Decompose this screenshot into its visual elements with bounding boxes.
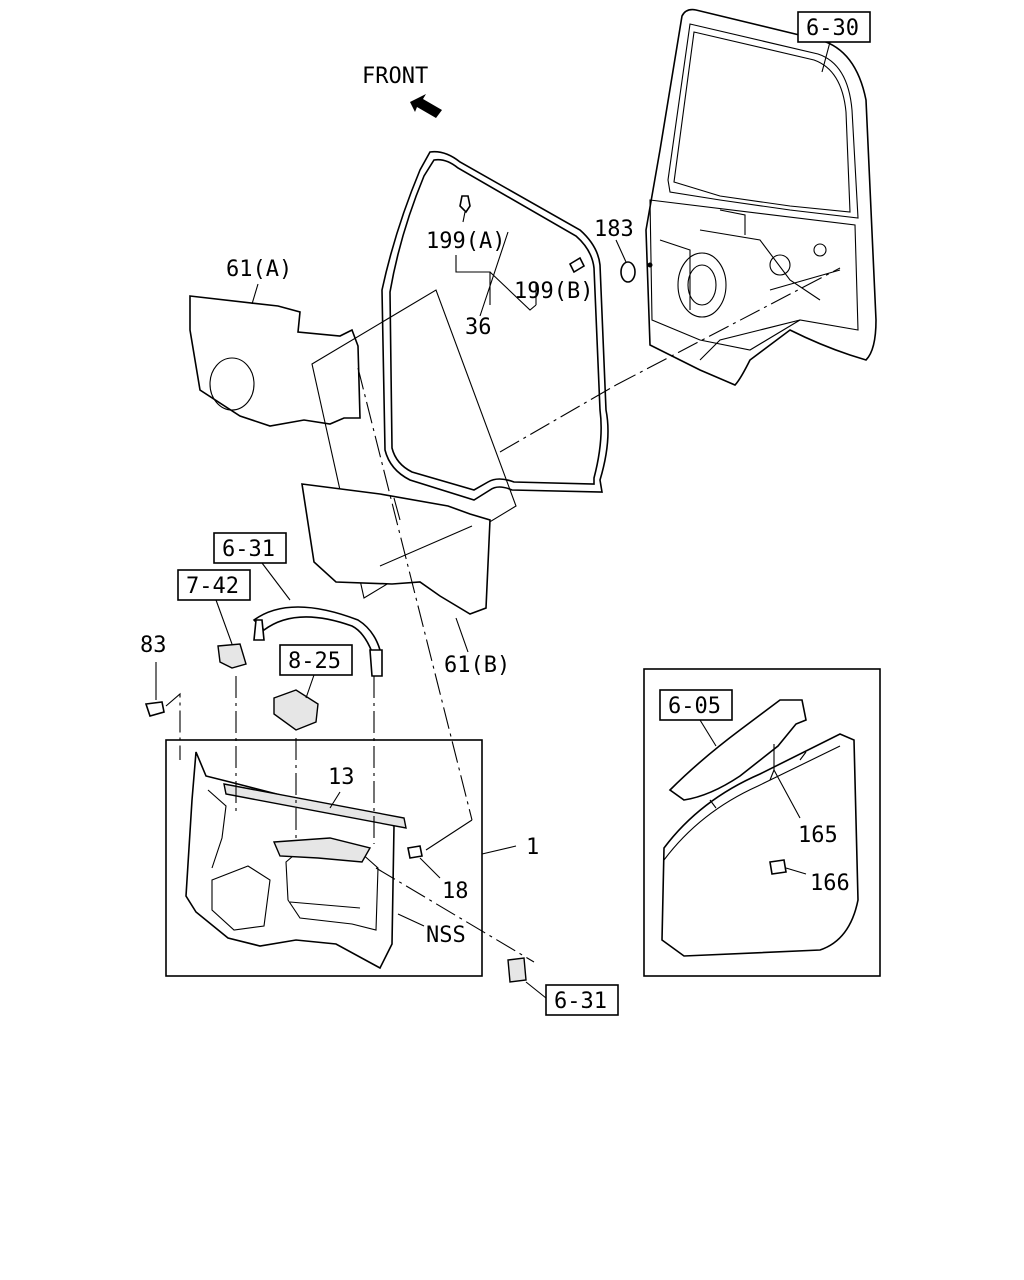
- clip-199b: [568, 256, 586, 274]
- ref-box-7-42[interactable]: 7-42: [177, 569, 251, 601]
- svg-text:6-05: 6-05: [668, 694, 721, 719]
- label-36: 36: [465, 315, 492, 340]
- ref-box-6-31-bottom[interactable]: 6-31: [545, 984, 619, 1016]
- grab-handle: [252, 606, 383, 677]
- ref-box-6-31-top[interactable]: 6-31: [213, 532, 287, 564]
- sheet-61a: [189, 295, 361, 427]
- sheet-61b: [301, 483, 491, 615]
- label-165: 165: [798, 823, 838, 848]
- clip-7-42: [217, 643, 247, 669]
- door-trim-panel: [185, 751, 407, 970]
- ref-box-8-25[interactable]: 8-25: [279, 644, 353, 676]
- door-frame: [645, 8, 877, 386]
- label-nss: NSS: [426, 923, 466, 948]
- label-199b: 199(B): [514, 279, 593, 304]
- detail-box: [643, 668, 881, 977]
- door-trim-box: [165, 739, 483, 977]
- front-indicator: FRONT: [362, 64, 442, 118]
- clip-6-31: [507, 957, 527, 983]
- ref-box-6-05[interactable]: 6-05: [659, 689, 733, 721]
- label-13: 13: [328, 765, 355, 790]
- screw-83: [144, 701, 165, 717]
- svg-text:7-42: 7-42: [186, 574, 239, 599]
- screw-18: [407, 845, 423, 859]
- wheel-arch-trim-165: [661, 733, 859, 957]
- cover-6-05: [668, 699, 807, 801]
- ref-box-6-30[interactable]: 6-30: [797, 11, 871, 43]
- screw-166: [769, 859, 787, 875]
- label-166: 166: [810, 871, 850, 896]
- front-label: FRONT: [362, 64, 428, 89]
- svg-text:8-25: 8-25: [288, 649, 341, 674]
- svg-text:6-30: 6-30: [806, 16, 859, 41]
- svg-text:6-31: 6-31: [222, 537, 275, 562]
- label-61a: 61(A): [226, 257, 292, 282]
- label-83: 83: [140, 633, 167, 658]
- label-61b: 61(B): [444, 653, 510, 678]
- svg-text:6-31: 6-31: [554, 989, 607, 1014]
- switch-8-25: [273, 689, 319, 731]
- label-1: 1: [526, 835, 539, 860]
- clip-199a: [459, 195, 471, 214]
- front-arrow-icon: [410, 94, 442, 118]
- label-183: 183: [594, 217, 634, 242]
- label-199a: 199(A): [426, 229, 505, 254]
- grommet-183: [620, 261, 636, 283]
- label-18: 18: [442, 879, 469, 904]
